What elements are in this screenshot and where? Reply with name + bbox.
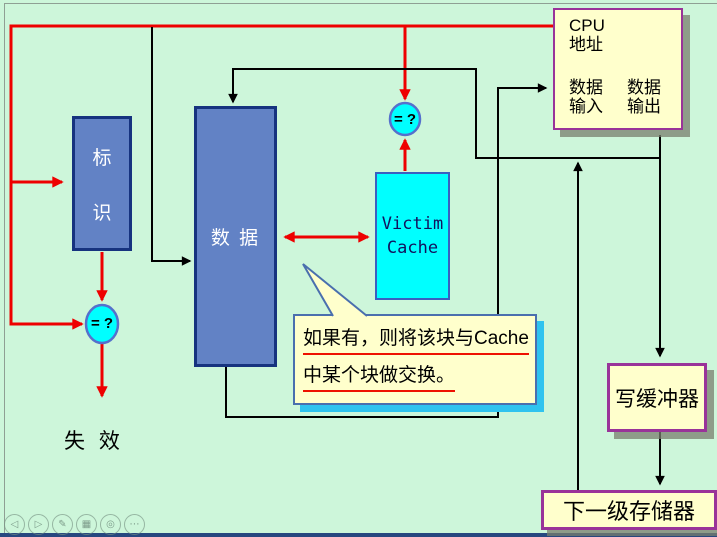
cpu-title: CPU [569, 16, 605, 35]
slideshow-toolbar: ◁ ▷ ✎ ▦ ◎ ⋯ [4, 514, 145, 535]
callout-tail [302, 263, 368, 317]
window-bottom-bar [0, 533, 717, 537]
zoom-icon[interactable]: ◎ [100, 514, 121, 535]
cpu-data-in-port: 数据 输入 [569, 78, 603, 116]
wire-cpu-address-to-left-comparator [9, 24, 553, 330]
victim-label-line2: Cache [386, 238, 439, 258]
tag-array-box: 标 识 [72, 116, 132, 251]
slide-left-edge [4, 3, 5, 533]
slide-top-edge [4, 3, 717, 4]
previous-slide-icon[interactable]: ◁ [4, 514, 25, 535]
left-comparator-ellipse [84, 303, 120, 345]
swap-note-callout: 如果有，则将该块与Cache 中某个块做交换。 [293, 314, 537, 405]
right-comparator-ellipse [388, 101, 422, 137]
left-comparator-label: = ? [90, 315, 114, 332]
callout-line2: 中某个块做交换。 [303, 360, 456, 392]
cpu-data-out-line2: 输出 [627, 97, 661, 116]
data-label: 数 据 [210, 228, 261, 249]
cpu-address-label: 地址 [569, 35, 603, 54]
slide-overview-icon[interactable]: ▦ [76, 514, 97, 535]
miss-label: 失 效 [64, 430, 124, 453]
right-comparator-label: = ? [393, 111, 417, 128]
cpu-data-in-line1: 数据 [569, 78, 603, 97]
data-array-box: 数 据 [194, 106, 277, 367]
cpu-data-out-line1: 数据 [627, 78, 661, 97]
cpu-data-ports: 数据 输入 数据 输出 [569, 78, 681, 116]
more-options-icon[interactable]: ⋯ [124, 514, 145, 535]
cpu-data-in-line2: 输入 [569, 97, 603, 116]
cpu-data-out-port: 数据 输出 [627, 78, 661, 116]
victim-label-line1: Victim [381, 214, 444, 234]
next-slide-icon[interactable]: ▷ [28, 514, 49, 535]
wire-index-to-data [151, 27, 192, 266]
tag-label-char2: 识 [92, 202, 112, 224]
wire-data-out-to-cpu [225, 83, 548, 418]
callout-line1: 如果有，则将该块与Cache [303, 323, 529, 355]
wire-refill-to-data [228, 68, 660, 159]
pen-icon[interactable]: ✎ [52, 514, 73, 535]
next-level-memory-box: 下一级存储器 [541, 490, 717, 530]
cpu-box: CPU 地址 数据 输入 数据 输出 [553, 8, 683, 130]
next-level-memory-label: 下一级存储器 [562, 499, 695, 524]
write-buffer-box: 写缓冲器 [607, 363, 707, 432]
write-buffer-label: 写缓冲器 [615, 387, 699, 411]
victim-cache-box: Victim Cache [375, 172, 450, 300]
tag-label-char1: 标 [92, 147, 112, 169]
